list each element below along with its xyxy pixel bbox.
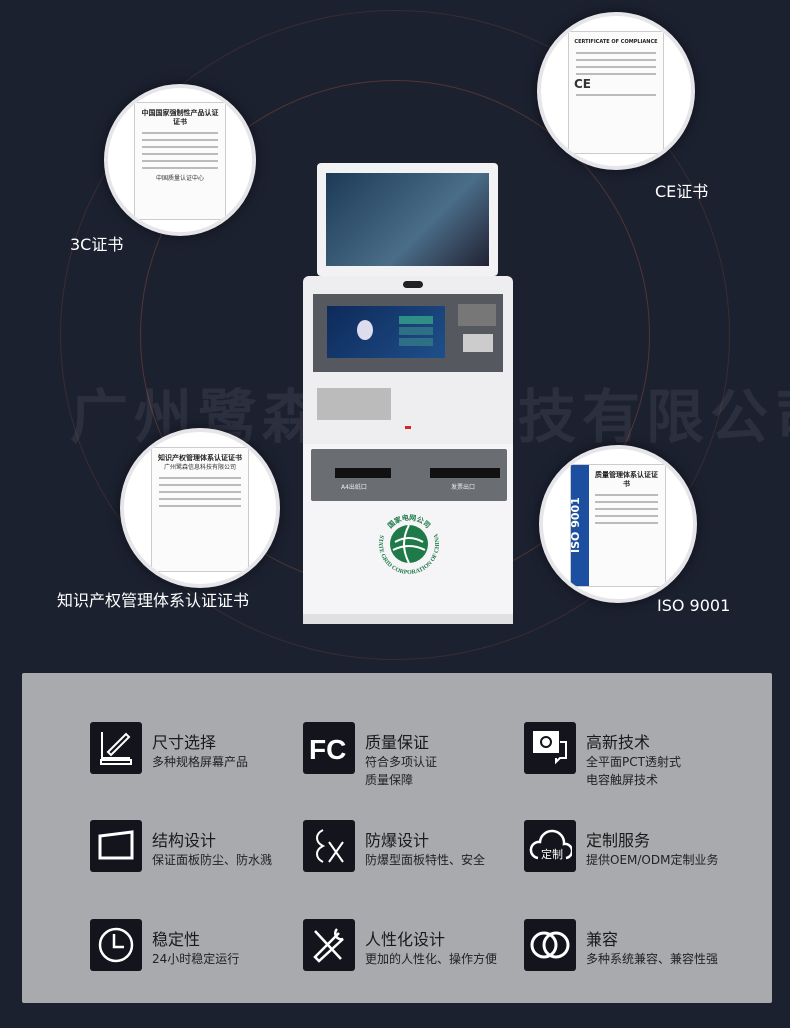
fcc-icon: FC (303, 722, 355, 774)
certificate-3c: 中国国家强制性产品认证证书中国质量认证中心 (104, 84, 256, 236)
slot-left-label: A4出纸口 (341, 484, 367, 491)
feature-item: 高新技术全平面PCT透射式电容触屏技术 (524, 722, 724, 787)
feature-desc: 更加的人性化、操作方便 (365, 952, 498, 966)
clock-icon (90, 919, 142, 971)
feature-title: 稳定性 (152, 930, 201, 949)
feature-title: 人性化设计 (365, 930, 446, 949)
feature-title: 质量保证 (365, 733, 430, 752)
certificate-3c-label: 3C证书 (70, 235, 124, 254)
certificate-ce-label: CE证书 (655, 182, 709, 201)
lower-body: A4出纸口 发票出口 国家电网公司 STATE GRID CORPORATION… (303, 444, 513, 614)
upper-body (303, 276, 513, 444)
decorative-ring (60, 10, 730, 660)
indicator-light (405, 426, 411, 429)
control-panel (313, 294, 503, 372)
output-slots: A4出纸口 发票出口 (311, 449, 507, 501)
feature-desc: 质量保障 (365, 773, 414, 787)
card-reader (458, 304, 496, 326)
feature-item: 结构设计保证面板防尘、防水溅 (90, 820, 290, 880)
feature-title: 高新技术 (586, 733, 651, 752)
svg-text:FC: FC (309, 734, 346, 763)
feature-item: 防爆设计防爆型面板特性、安全 (303, 820, 503, 880)
feature-desc: 电容触屏技术 (586, 773, 659, 787)
feature-title: 结构设计 (152, 831, 217, 850)
svg-text:定制: 定制 (541, 847, 563, 861)
feature-desc: 多种规格屏幕产品 (152, 755, 249, 769)
feature-item: 尺寸选择多种规格屏幕产品 (90, 722, 290, 782)
slot-right-label: 发票出口 (451, 484, 476, 491)
scanner (463, 334, 493, 352)
feature-title: 定制服务 (586, 831, 651, 850)
feature-desc: 多种系统兼容、兼容性强 (586, 952, 719, 966)
top-screen (326, 173, 489, 266)
certificate-ip: 知识产权管理体系认证证书广州鹭森信息科技有限公司 (120, 428, 280, 588)
features-panel (22, 673, 772, 1003)
feature-title: 尺寸选择 (152, 733, 217, 752)
feature-desc: 24小时稳定运行 (152, 952, 240, 966)
feature-item: 人性化设计更加的人性化、操作方便 (303, 919, 503, 979)
touch-screen (327, 306, 445, 358)
base (303, 614, 513, 624)
feature-title: 兼容 (586, 930, 619, 949)
feature-item: FC 质量保证符合多项认证质量保障 (303, 722, 503, 787)
feature-desc: 全平面PCT透射式 (586, 755, 681, 769)
feature-desc: 提供OEM/ODM定制业务 (586, 853, 719, 867)
feature-desc: 保证面板防尘、防水溅 (152, 853, 273, 867)
feature-title: 防爆设计 (365, 831, 430, 850)
state-grid-logo: 国家电网公司 STATE GRID CORPORATION OF CHINA (377, 513, 441, 576)
certificate-ip-label: 知识产权管理体系认证证书 (57, 591, 250, 610)
ruler-pen-icon (90, 722, 142, 774)
tools-icon (303, 919, 355, 971)
cloud-custom-icon: 定制 (524, 820, 576, 872)
monitor-icon (90, 820, 142, 872)
feature-item: 定制 定制服务提供OEM/ODM定制业务 (524, 820, 724, 880)
camera (403, 281, 423, 288)
printer-window (317, 388, 391, 420)
top-monitor (317, 163, 498, 276)
gear-chat-icon (524, 722, 576, 774)
certificate-iso-label: ISO 9001 (657, 596, 731, 615)
feature-desc: 符合多项认证 (365, 755, 438, 769)
feature-item: 稳定性 24小时稳定运行 (90, 919, 290, 979)
feature-item: 兼容多种系统兼容、兼容性强 (524, 919, 724, 979)
ex-icon (303, 820, 355, 872)
feature-desc: 防爆型面板特性、安全 (365, 853, 486, 867)
rings-icon (524, 919, 576, 971)
